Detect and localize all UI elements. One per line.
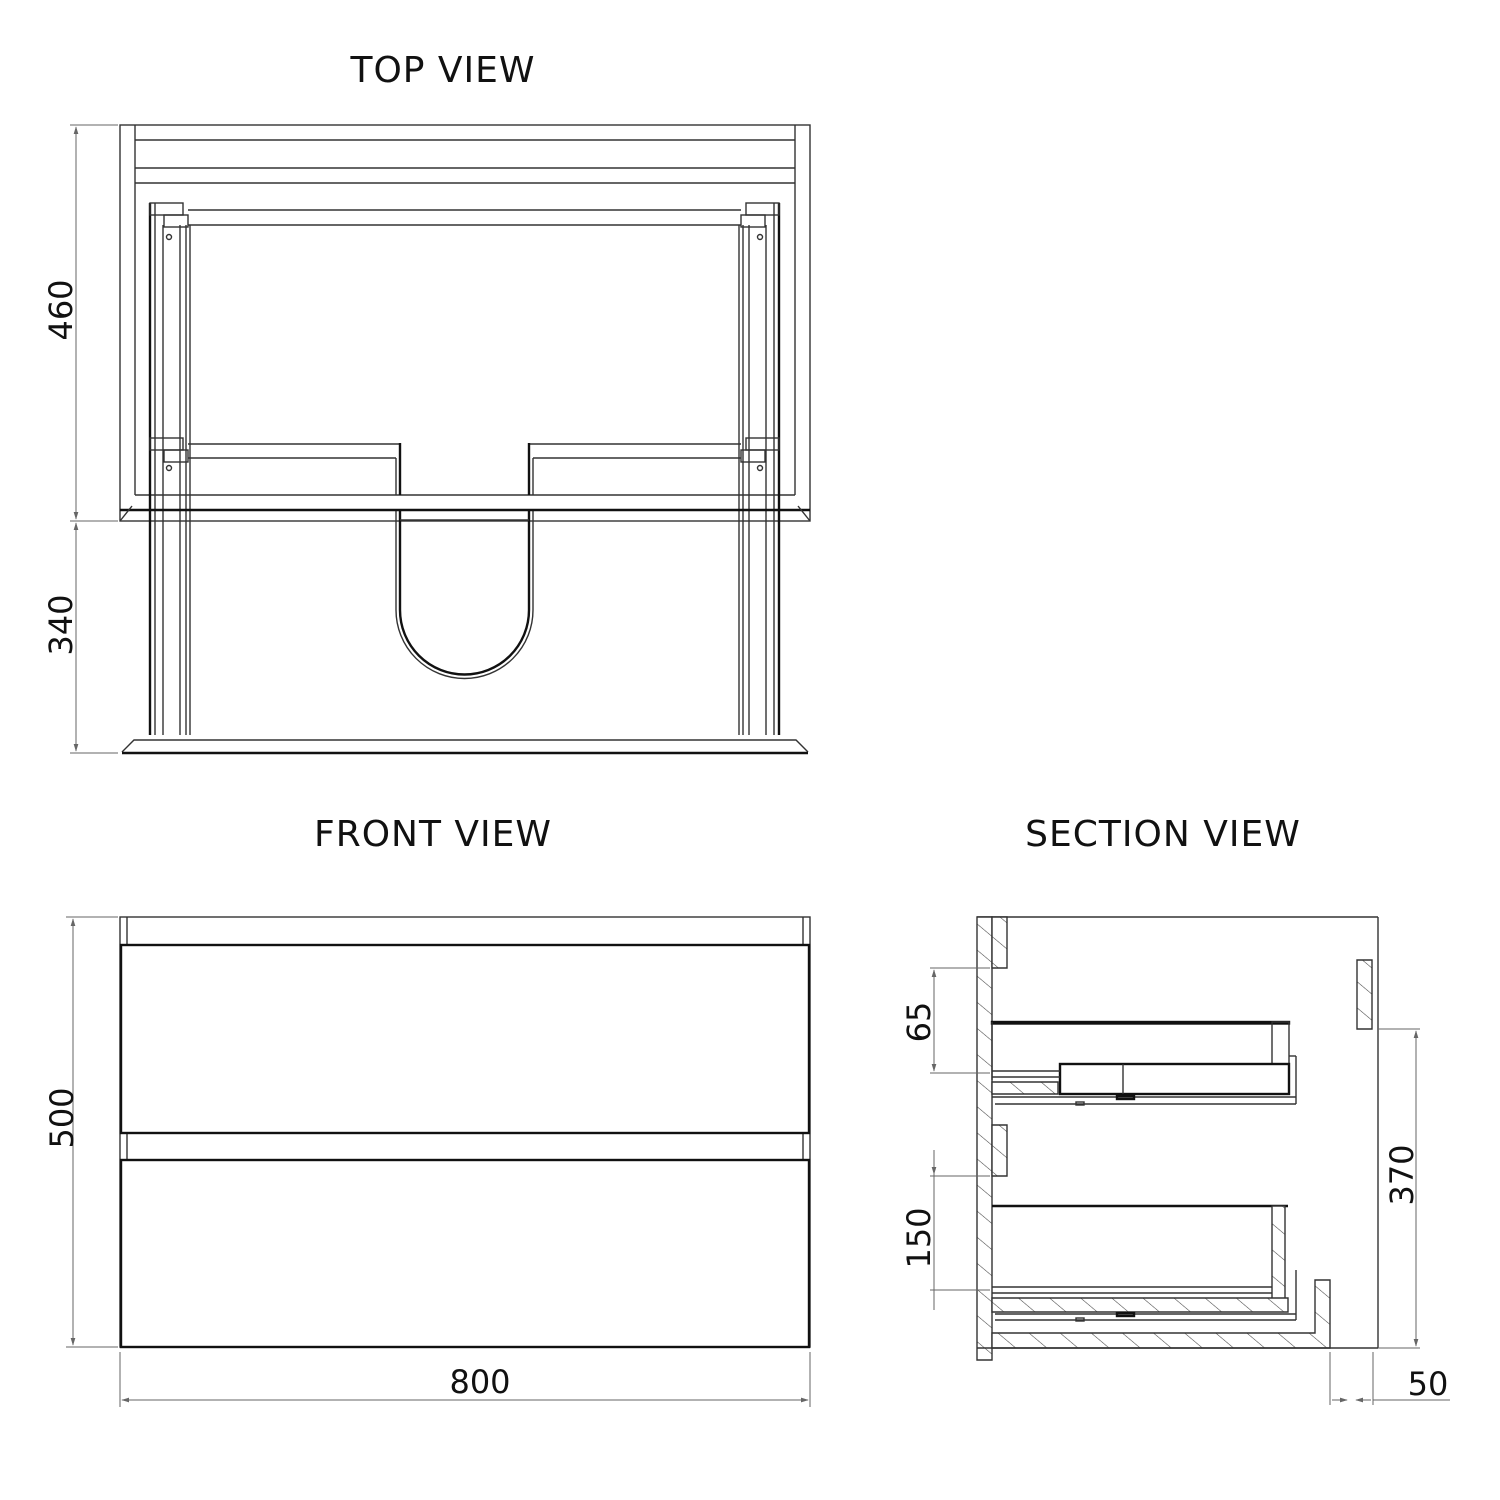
section-mid-rail: [991, 1124, 1008, 1177]
section-upper-drawer: [990, 1020, 1297, 1106]
section-upper-rail: [991, 916, 1008, 969]
lower-drawer-u-cutout: [188, 443, 741, 680]
top-view: TOP VIEW: [42, 50, 811, 755]
dim-500: 500: [43, 1087, 81, 1148]
dim-800: 800: [449, 1363, 510, 1401]
section-dimensions: 65 150 370 50: [900, 967, 1450, 1405]
section-view: SECTION VIEW: [900, 814, 1450, 1405]
section-back-panel: [976, 916, 993, 1361]
upper-drawer-box: [188, 209, 741, 226]
dim-65: 65: [900, 1002, 938, 1043]
dim-340: 340: [42, 594, 80, 655]
left-drawer-runner: [148, 202, 191, 735]
section-lower-drawer: [991, 1204, 1297, 1322]
carcass-edge: [119, 505, 811, 522]
section-front-rail: [1356, 959, 1373, 1030]
dim-370: 370: [1383, 1144, 1421, 1205]
top-view-dimensions: 460 340: [42, 124, 118, 754]
section-view-title: SECTION VIEW: [1025, 814, 1301, 855]
front-plinth: [121, 739, 809, 755]
dim-150: 150: [900, 1207, 938, 1268]
top-view-title: TOP VIEW: [349, 50, 535, 91]
right-drawer-runner: [738, 202, 781, 735]
front-view-title: FRONT VIEW: [314, 814, 552, 855]
dim-50: 50: [1408, 1365, 1449, 1403]
top-view-frame: [119, 124, 811, 522]
lower-drawer-front[interactable]: [119, 1158, 811, 1349]
dim-460: 460: [42, 279, 80, 340]
upper-drawer-front[interactable]: [119, 943, 811, 1135]
front-view-dimensions: 500 800: [43, 916, 811, 1407]
front-view: FRONT VIEW 500 800: [43, 814, 811, 1407]
